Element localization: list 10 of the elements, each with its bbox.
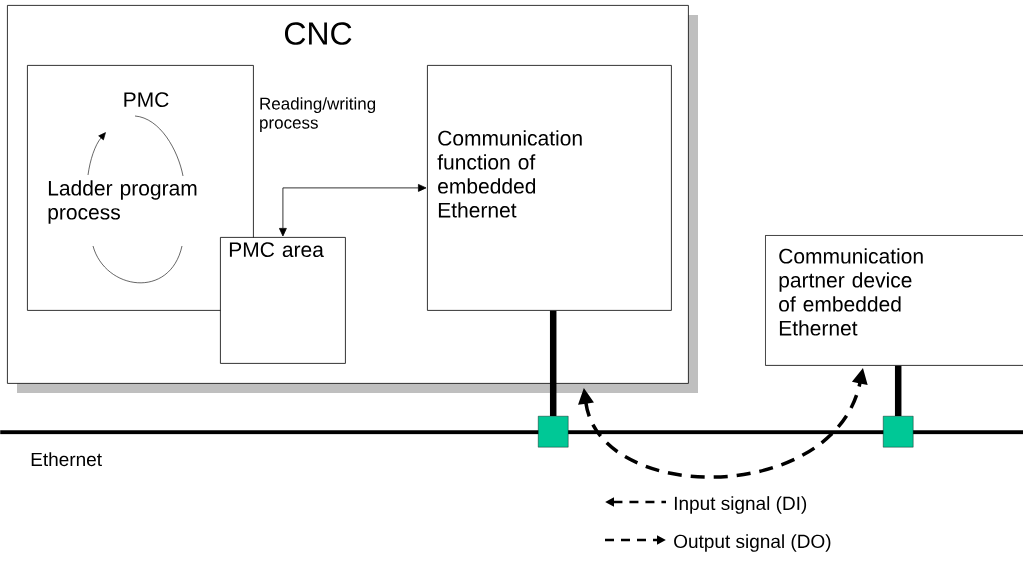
- connector-square: [538, 416, 569, 448]
- legend-text: Output signal (DO): [674, 534, 831, 552]
- bus-label: Ethernet: [31, 452, 102, 467]
- connector-square: [883, 416, 914, 448]
- function-box: Communication function of embedded Ethernet: [427, 65, 672, 311]
- pmc-area-box: PMC area: [220, 237, 346, 364]
- arrow: [279, 184, 427, 237]
- device-box: Communication partner device of embedded Ethernet: [765, 235, 1023, 366]
- edge-label: Reading/writing process: [260, 97, 376, 133]
- legend-text: Input signal (DI): [674, 496, 807, 514]
